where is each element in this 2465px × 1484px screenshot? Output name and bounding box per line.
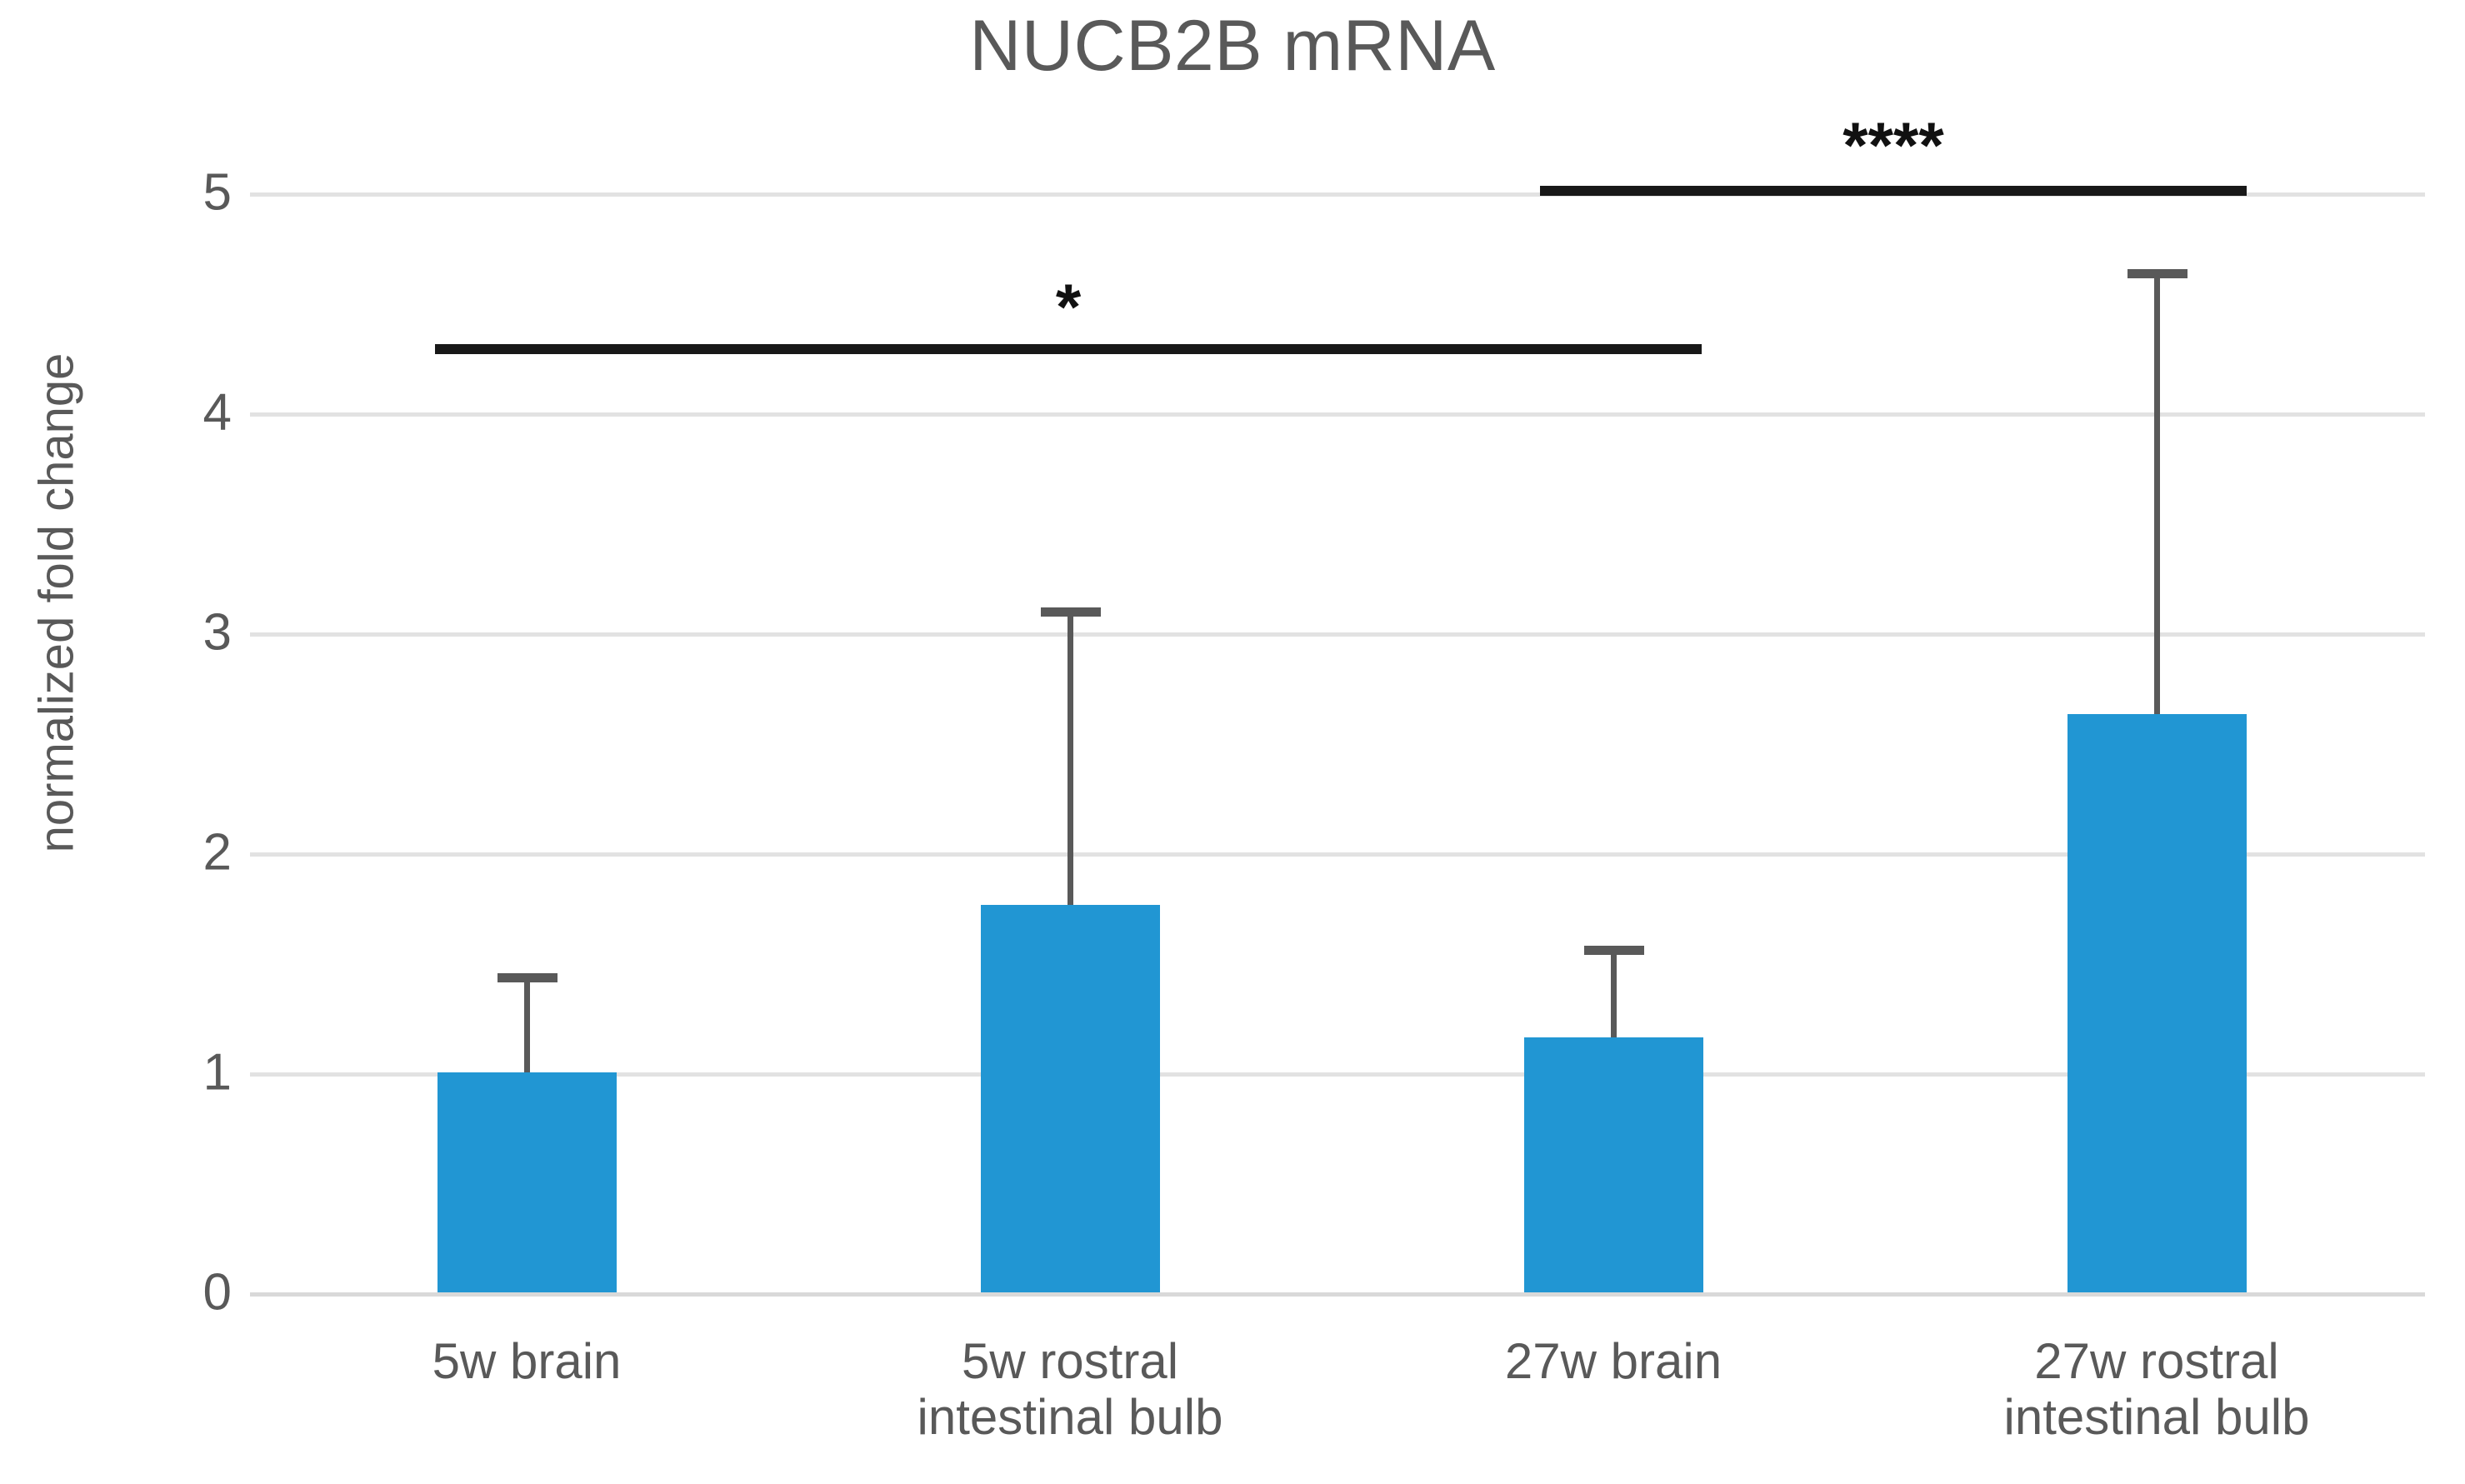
errorbar-stem-5w-rostral-intestinal-bulb xyxy=(1068,617,1073,905)
significance-line-upper xyxy=(1540,186,2247,196)
x-tick-label-27w-brain: 27w brain xyxy=(1504,1333,1722,1389)
errorbar-stem-27w-rostral-intestinal-bulb xyxy=(2154,278,2160,714)
chart-title: NUCB2B mRNA xyxy=(969,6,1496,86)
y-axis-title: normalized fold change xyxy=(29,352,84,853)
errorbar-cap-27w-rostral-intestinal-bulb xyxy=(2128,269,2188,278)
axis-baseline-0 xyxy=(250,1292,2425,1297)
y-tick-label-0: 0 xyxy=(202,1263,232,1322)
plot-area: * **** xyxy=(250,112,2425,1297)
errorbar-stem-27w-brain xyxy=(1611,955,1617,1037)
errorbar-cap-5w-rostral-intestinal-bulb xyxy=(1041,607,1101,617)
gridline-3 xyxy=(250,632,2425,637)
y-tick-label-2: 2 xyxy=(202,823,232,882)
errorbar-cap-5w-brain xyxy=(498,973,558,982)
significance-stars-upper: **** xyxy=(1842,108,1944,182)
y-tick-label-5: 5 xyxy=(202,163,232,222)
errorbar-cap-27w-brain xyxy=(1584,946,1644,955)
bar-27w-brain[interactable] xyxy=(1524,1037,1703,1292)
x-tick-label-27w-rostral-intestinal-bulb: 27w rostral intestinal bulb xyxy=(2003,1333,2310,1446)
y-tick-label-4: 4 xyxy=(202,383,232,442)
significance-stars-lower: * xyxy=(1055,270,1082,343)
x-tick-label-5w-rostral-intestinal-bulb: 5w rostral intestinal bulb xyxy=(917,1333,1223,1446)
bar-5w-brain[interactable] xyxy=(438,1072,617,1292)
gridline-5 xyxy=(250,192,2425,197)
bar-5w-rostral-intestinal-bulb[interactable] xyxy=(981,905,1160,1292)
significance-line-lower xyxy=(435,344,1702,354)
bar-27w-rostral-intestinal-bulb[interactable] xyxy=(2068,714,2247,1292)
errorbar-stem-5w-brain xyxy=(524,982,530,1072)
x-tick-label-5w-brain: 5w brain xyxy=(432,1333,622,1389)
y-tick-label-1: 1 xyxy=(202,1043,232,1102)
gridline-4 xyxy=(250,412,2425,417)
gridline-2 xyxy=(250,852,2425,857)
gridline-1 xyxy=(250,1072,2425,1077)
y-tick-label-3: 3 xyxy=(202,603,232,662)
